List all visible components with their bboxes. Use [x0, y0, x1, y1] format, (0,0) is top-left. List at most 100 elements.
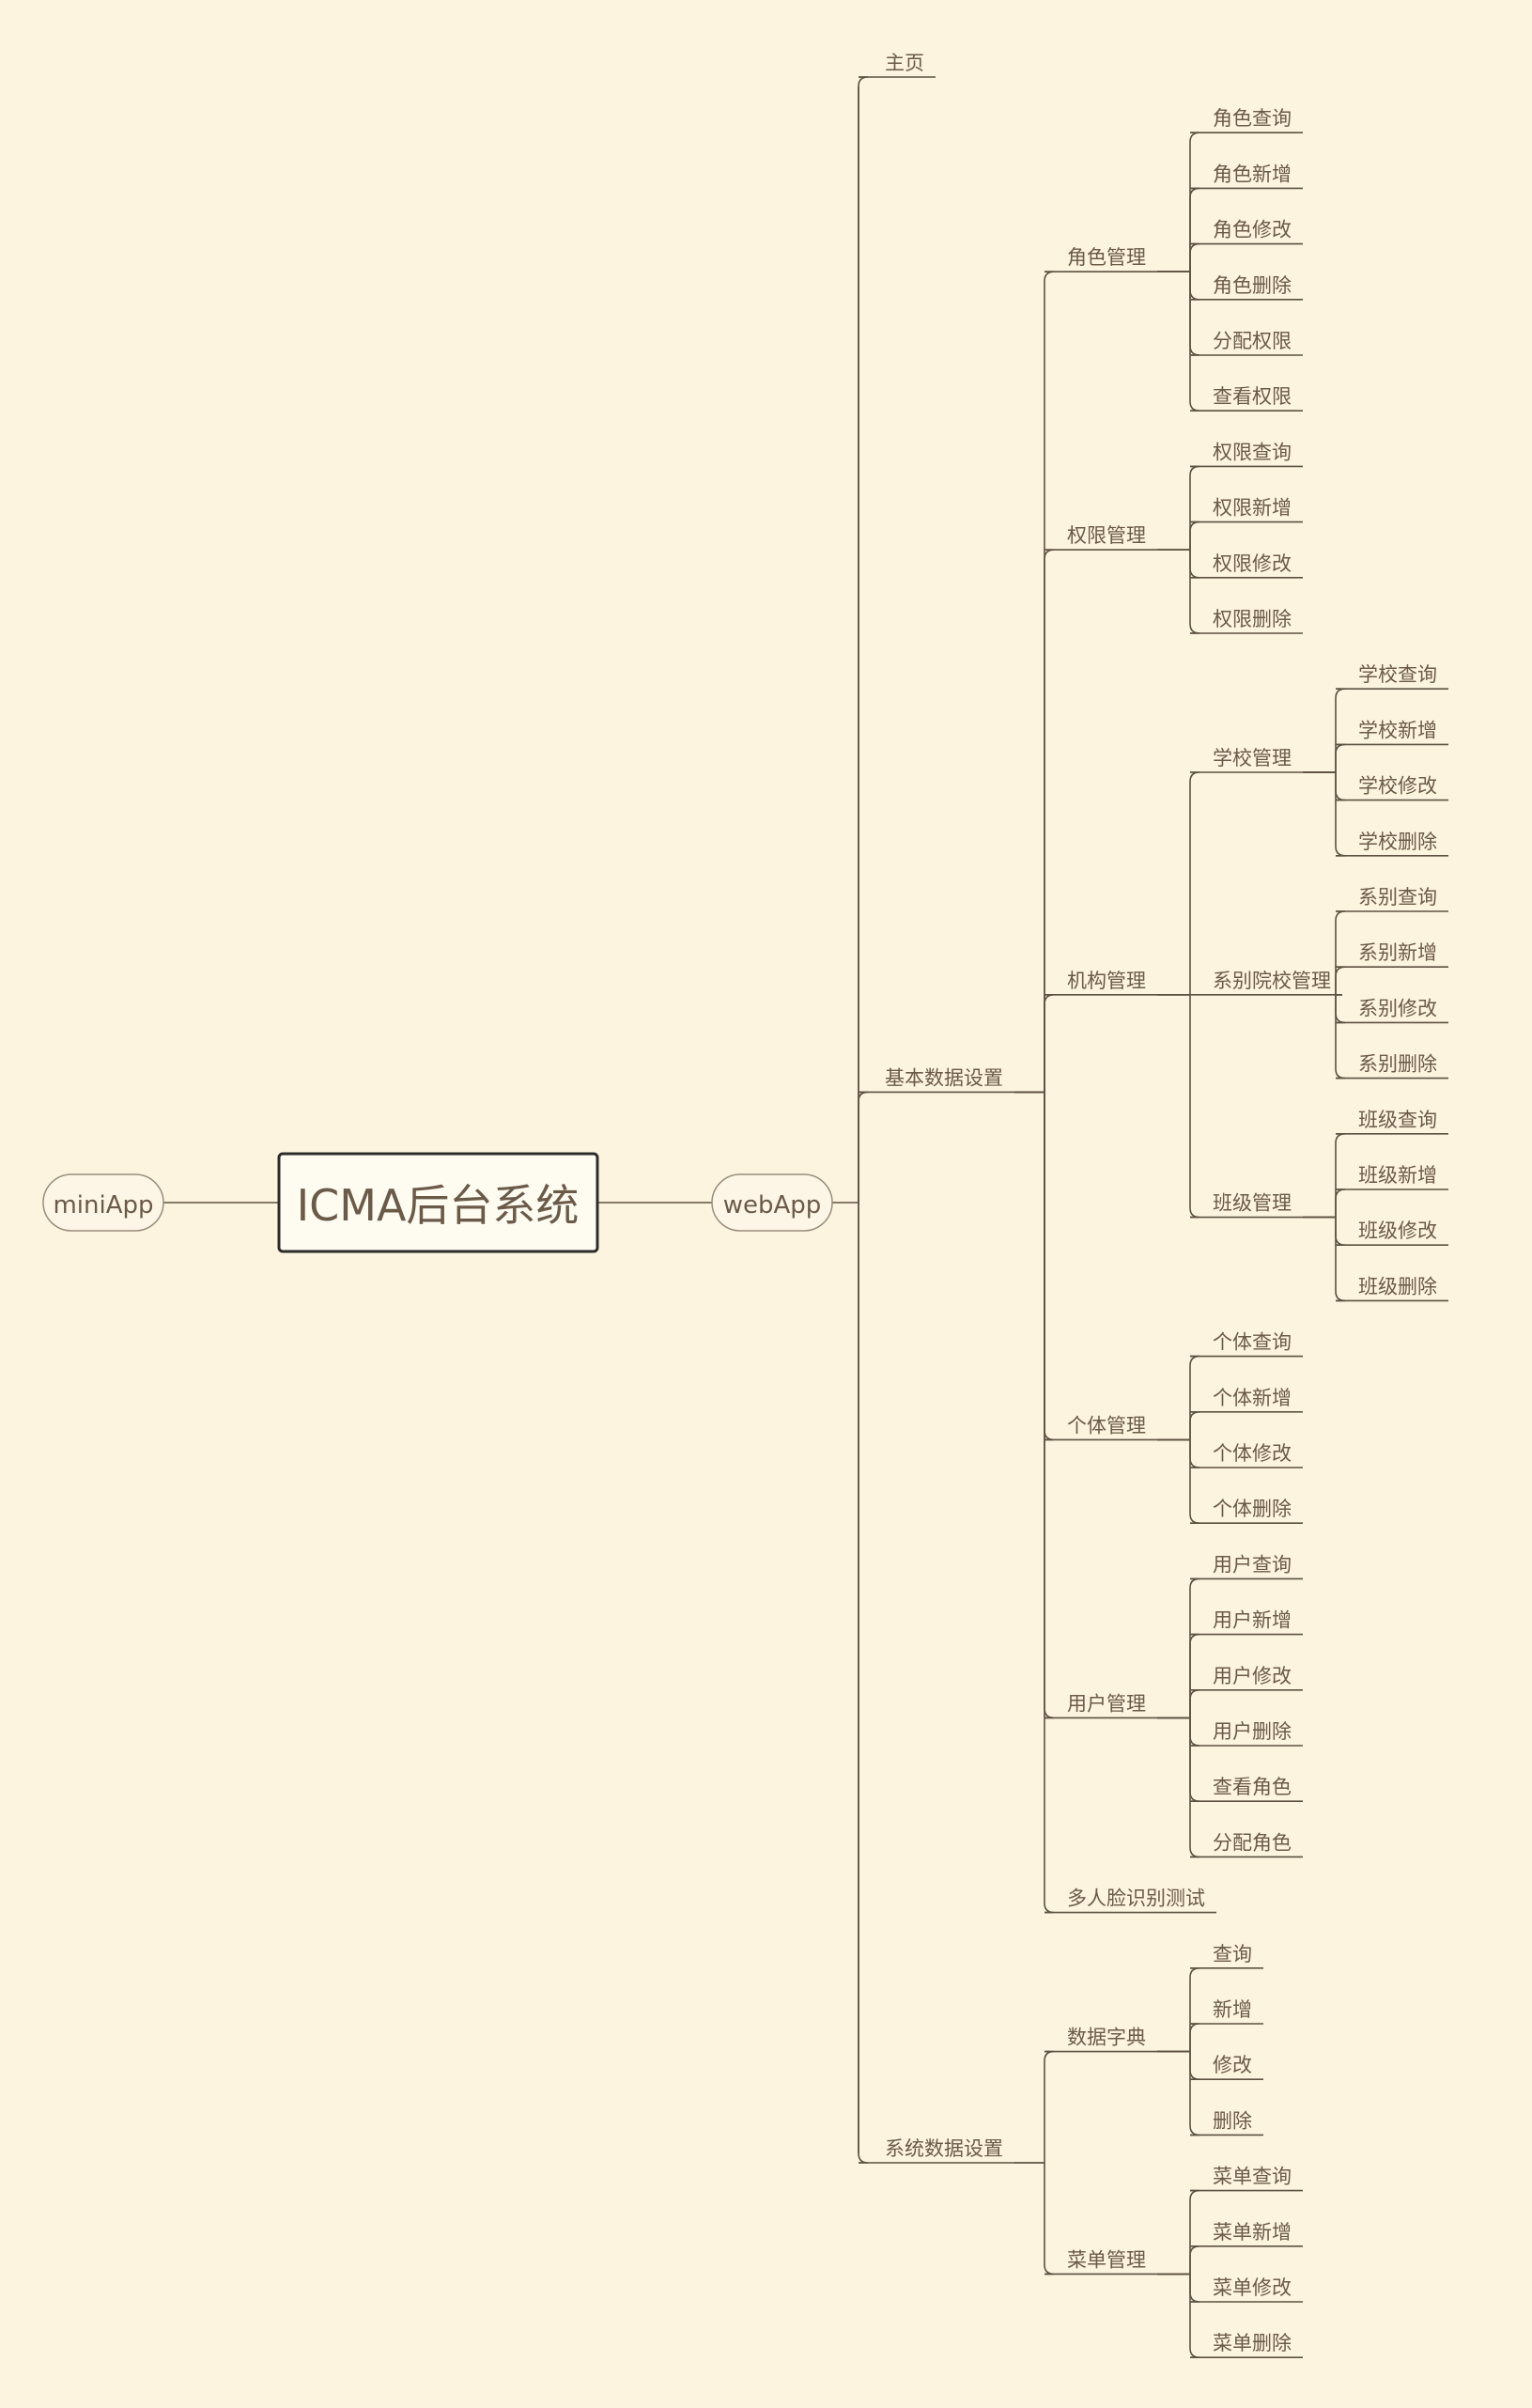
- topic-node[interactable]: 班级删除: [1358, 1275, 1437, 1297]
- right-branch-label: webApp: [723, 1191, 822, 1220]
- topic-node[interactable]: 个体删除: [1213, 1498, 1292, 1520]
- topic-label: 系别查询: [1358, 886, 1437, 909]
- connector-line: [858, 1091, 869, 1203]
- connector-line: [1189, 272, 1200, 301]
- topic-node[interactable]: 权限查询: [1213, 441, 1292, 463]
- topic-node[interactable]: 查看角色: [1213, 1776, 1292, 1798]
- topic-node[interactable]: 分配权限: [1213, 330, 1292, 352]
- connector-line: [1189, 1717, 1200, 1858]
- topic-node[interactable]: 菜单新增: [1213, 2221, 1292, 2244]
- topic-label: 用户删除: [1213, 1720, 1292, 1743]
- topic-node[interactable]: 用户修改: [1213, 1665, 1292, 1687]
- connector-line: [1189, 132, 1200, 272]
- connector-line: [1189, 2023, 1200, 2052]
- topic-label: 权限管理: [1067, 524, 1146, 547]
- topic-label: 权限修改: [1213, 552, 1292, 575]
- topic-node[interactable]: 权限修改: [1213, 552, 1292, 575]
- topic-node[interactable]: 查询: [1213, 1943, 1252, 1965]
- topic-label: 权限查询: [1213, 441, 1292, 463]
- topic-label: 个体管理: [1067, 1414, 1146, 1437]
- topic-label: 查看权限: [1213, 385, 1292, 408]
- connector-line: [1189, 1717, 1200, 1747]
- topic-node[interactable]: 删除: [1213, 2109, 1252, 2132]
- topic-node[interactable]: 学校查询: [1358, 663, 1437, 686]
- topic-node[interactable]: 学校管理: [1213, 747, 1292, 769]
- topic-node[interactable]: 个体修改: [1213, 1442, 1292, 1465]
- right-branch-pill: [711, 1173, 833, 1232]
- connector-line: [1189, 550, 1200, 634]
- topic-node[interactable]: 系别查询: [1358, 886, 1437, 909]
- connector-line: [1044, 549, 1055, 1093]
- connector-line: [1189, 242, 1200, 272]
- topic-node[interactable]: 系别院校管理: [1213, 970, 1331, 992]
- right-branch-node[interactable]: webApp: [711, 1173, 833, 1232]
- connector-line: [1044, 1092, 1055, 1719]
- topic-label: 角色查询: [1213, 107, 1292, 130]
- root-node[interactable]: ICMA后台系统: [277, 1152, 599, 1253]
- topic-label: 系别修改: [1358, 997, 1437, 1019]
- topic-node[interactable]: 菜单查询: [1213, 2166, 1292, 2188]
- topic-node[interactable]: 权限管理: [1067, 524, 1146, 547]
- topic-node[interactable]: 菜单删除: [1213, 2332, 1292, 2354]
- topic-label: 班级删除: [1358, 1275, 1437, 1297]
- connector-line: [1189, 1411, 1200, 1440]
- topic-label: 班级查询: [1358, 1109, 1437, 1131]
- connector-line: [1189, 2189, 1200, 2275]
- connector-line: [1044, 2163, 1055, 2276]
- topic-node[interactable]: 机构管理: [1067, 970, 1146, 992]
- topic-label: 个体新增: [1213, 1387, 1292, 1409]
- connector-line: [1335, 910, 1346, 995]
- topic-node[interactable]: 查看权限: [1213, 385, 1292, 408]
- connector-line: [1189, 187, 1200, 272]
- topic-node[interactable]: 班级管理: [1213, 1192, 1292, 1215]
- topic-node[interactable]: 系别新增: [1358, 941, 1437, 964]
- topic-node[interactable]: 个体新增: [1213, 1387, 1292, 1409]
- topic-label: 学校修改: [1358, 775, 1437, 798]
- topic-node[interactable]: 系统数据设置: [885, 2137, 1003, 2160]
- topic-label: 班级管理: [1213, 1192, 1292, 1215]
- topic-node[interactable]: 个体查询: [1213, 1331, 1292, 1354]
- topic-node[interactable]: 角色修改: [1213, 219, 1292, 241]
- topic-node[interactable]: 个体管理: [1067, 1414, 1146, 1437]
- topic-node[interactable]: 用户管理: [1067, 1692, 1146, 1715]
- topic-node[interactable]: 权限新增: [1213, 497, 1292, 520]
- topic-node[interactable]: 角色查询: [1213, 107, 1292, 130]
- connector-line: [1189, 465, 1200, 551]
- topic-label: 学校新增: [1358, 719, 1437, 741]
- topic-node[interactable]: 用户新增: [1213, 1609, 1292, 1632]
- topic-label: 系别新增: [1358, 941, 1437, 964]
- topic-node[interactable]: 角色管理: [1067, 246, 1146, 269]
- topic-node[interactable]: 学校删除: [1358, 831, 1437, 853]
- topic-label: 用户修改: [1213, 1665, 1292, 1687]
- topic-node[interactable]: 用户查询: [1213, 1553, 1292, 1576]
- topic-node[interactable]: 新增: [1213, 1998, 1252, 2021]
- topic-node[interactable]: 菜单管理: [1067, 2248, 1146, 2271]
- topic-node[interactable]: 系别删除: [1358, 1053, 1437, 1076]
- topic-node[interactable]: 数据字典: [1067, 2027, 1146, 2049]
- topic-node[interactable]: 学校新增: [1358, 719, 1437, 741]
- topic-node[interactable]: 系别修改: [1358, 997, 1437, 1019]
- topic-node[interactable]: 班级修改: [1358, 1220, 1437, 1242]
- topic-node[interactable]: 权限删除: [1213, 608, 1292, 630]
- topic-node[interactable]: 主页: [885, 52, 924, 74]
- topic-label: 菜单修改: [1213, 2276, 1292, 2299]
- topic-node[interactable]: 角色删除: [1213, 274, 1292, 297]
- topic-node[interactable]: 班级新增: [1358, 1164, 1437, 1187]
- topic-node[interactable]: 修改: [1213, 2054, 1252, 2076]
- topic-node[interactable]: 菜单修改: [1213, 2276, 1292, 2299]
- topic-label: 修改: [1213, 2054, 1252, 2076]
- connector-line: [1189, 1355, 1200, 1440]
- topic-node[interactable]: 用户删除: [1213, 1720, 1292, 1743]
- topic-node[interactable]: 班级查询: [1358, 1109, 1437, 1131]
- connector-line: [1189, 2051, 1200, 2080]
- topic-node[interactable]: 学校修改: [1358, 775, 1437, 798]
- connector-line: [1189, 1439, 1200, 1524]
- topic-node[interactable]: 多人脸识别测试: [1067, 1888, 1205, 1910]
- topic-node[interactable]: 角色新增: [1213, 163, 1292, 185]
- connector-line: [858, 1203, 869, 2164]
- left-branch-node[interactable]: miniApp: [42, 1173, 164, 1232]
- topic-label: 角色修改: [1213, 219, 1292, 241]
- topic-label: 角色新增: [1213, 163, 1292, 185]
- topic-node[interactable]: 基本数据设置: [885, 1066, 1003, 1089]
- topic-node[interactable]: 分配角色: [1213, 1831, 1292, 1854]
